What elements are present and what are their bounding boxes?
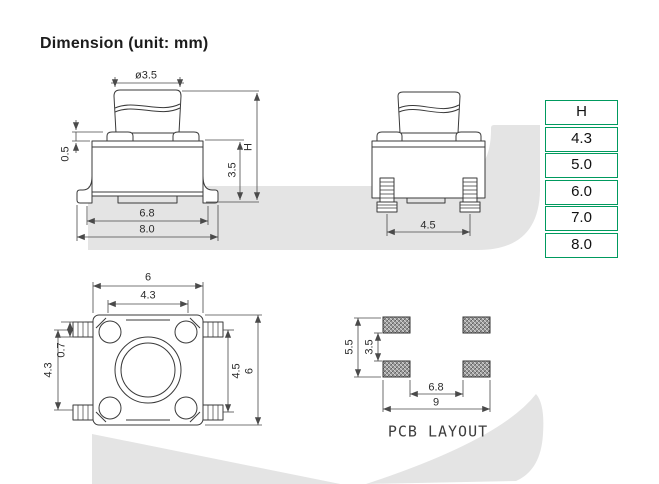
pcb-layout-caption: PCB LAYOUT — [387, 422, 489, 441]
dim-base-width: 6.8 — [139, 207, 155, 220]
dim-lead-span: 8.0 — [139, 223, 155, 236]
side-view-drawing — [371, 91, 486, 236]
dim-total-height-H: H — [242, 143, 255, 151]
dim-bump-height: 0.5 — [59, 146, 72, 162]
watermark-wedge-right — [366, 394, 544, 484]
dim-top-lead-span: 4.3 — [42, 362, 55, 378]
height-options-table: H 4.3 5.0 6.0 7.0 8.0 — [545, 100, 618, 258]
dim-top-lead-width: 0.7 — [55, 342, 68, 358]
pcb-layout-drawing — [354, 316, 491, 413]
dim-pcb-outer-vertical: 5.5 — [343, 339, 356, 355]
dim-pcb-outer-horizontal: 9 — [432, 396, 440, 409]
pcb-pad — [462, 316, 491, 334]
dim-pcb-inner-vertical: 3.5 — [363, 339, 376, 355]
top-view-drawing — [54, 282, 262, 426]
pcb-pad — [382, 360, 411, 378]
side-view-lead-right — [459, 177, 481, 213]
table-row: 7.0 — [545, 206, 618, 231]
table-header-h: H — [545, 100, 618, 125]
page-title: Dimension (unit: mm) — [40, 35, 209, 52]
table-row: 4.3 — [545, 126, 618, 152]
dim-pcb-inner-horizontal: 6.8 — [428, 381, 444, 394]
table-row: 5.0 — [545, 153, 618, 178]
dim-lead-pitch: 4.5 — [420, 219, 436, 232]
dim-top-inner-height: 4.5 — [230, 363, 243, 379]
dim-top-outer-height: 6 — [243, 367, 256, 375]
top-view-side-leads — [72, 321, 224, 421]
pcb-pad — [382, 316, 411, 334]
watermark-wedge-left — [92, 434, 341, 484]
table-row: 8.0 — [545, 232, 618, 258]
pcb-pad — [462, 360, 491, 378]
dim-stem-diameter: ø3.5 — [134, 69, 158, 82]
side-view-lead-left — [376, 177, 398, 213]
table-row: 6.0 — [545, 179, 618, 205]
dim-top-outer-width: 6 — [144, 271, 152, 284]
front-view-drawing — [72, 77, 261, 241]
dim-body-height: 3.5 — [226, 162, 239, 178]
dim-top-stem-span: 4.3 — [140, 289, 156, 302]
